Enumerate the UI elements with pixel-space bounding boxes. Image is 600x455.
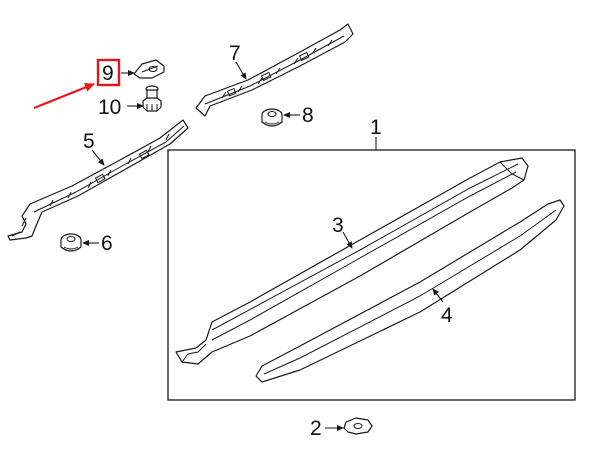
callout-2: 2 [310,417,322,440]
part-8-grommet [261,108,283,127]
callout-3: 3 [332,214,344,237]
callout-1: 1 [370,116,382,139]
highlight-box [96,58,121,87]
part-9-clip [133,59,165,79]
part-1-assembly-frame [167,137,576,401]
leader-5 [91,149,105,166]
part-6-grommet [60,233,82,252]
callout-8: 8 [302,104,314,127]
callout-10: 10 [98,96,121,119]
callout-4: 4 [441,304,453,327]
callout-9: 9 [102,62,114,85]
callout-5: 5 [83,130,95,153]
part-2-clip [343,417,373,435]
part-5-lower-bracket [7,119,189,241]
part-10-bolt [142,85,162,112]
leader-3 [342,231,353,249]
leader-7 [235,61,247,80]
callout-7: 7 [229,42,241,65]
highlight-arrow [33,82,95,110]
leader-4 [432,288,444,303]
callout-labels: 1 2 3 4 5 6 7 8 9 10 [83,42,453,440]
highlight-9 [33,58,121,110]
part-7-upper-bracket [195,23,354,117]
part-4-moulding [255,199,565,383]
part-3-running-board [175,157,529,365]
callout-6: 6 [101,232,113,255]
leader-lines [82,61,444,431]
